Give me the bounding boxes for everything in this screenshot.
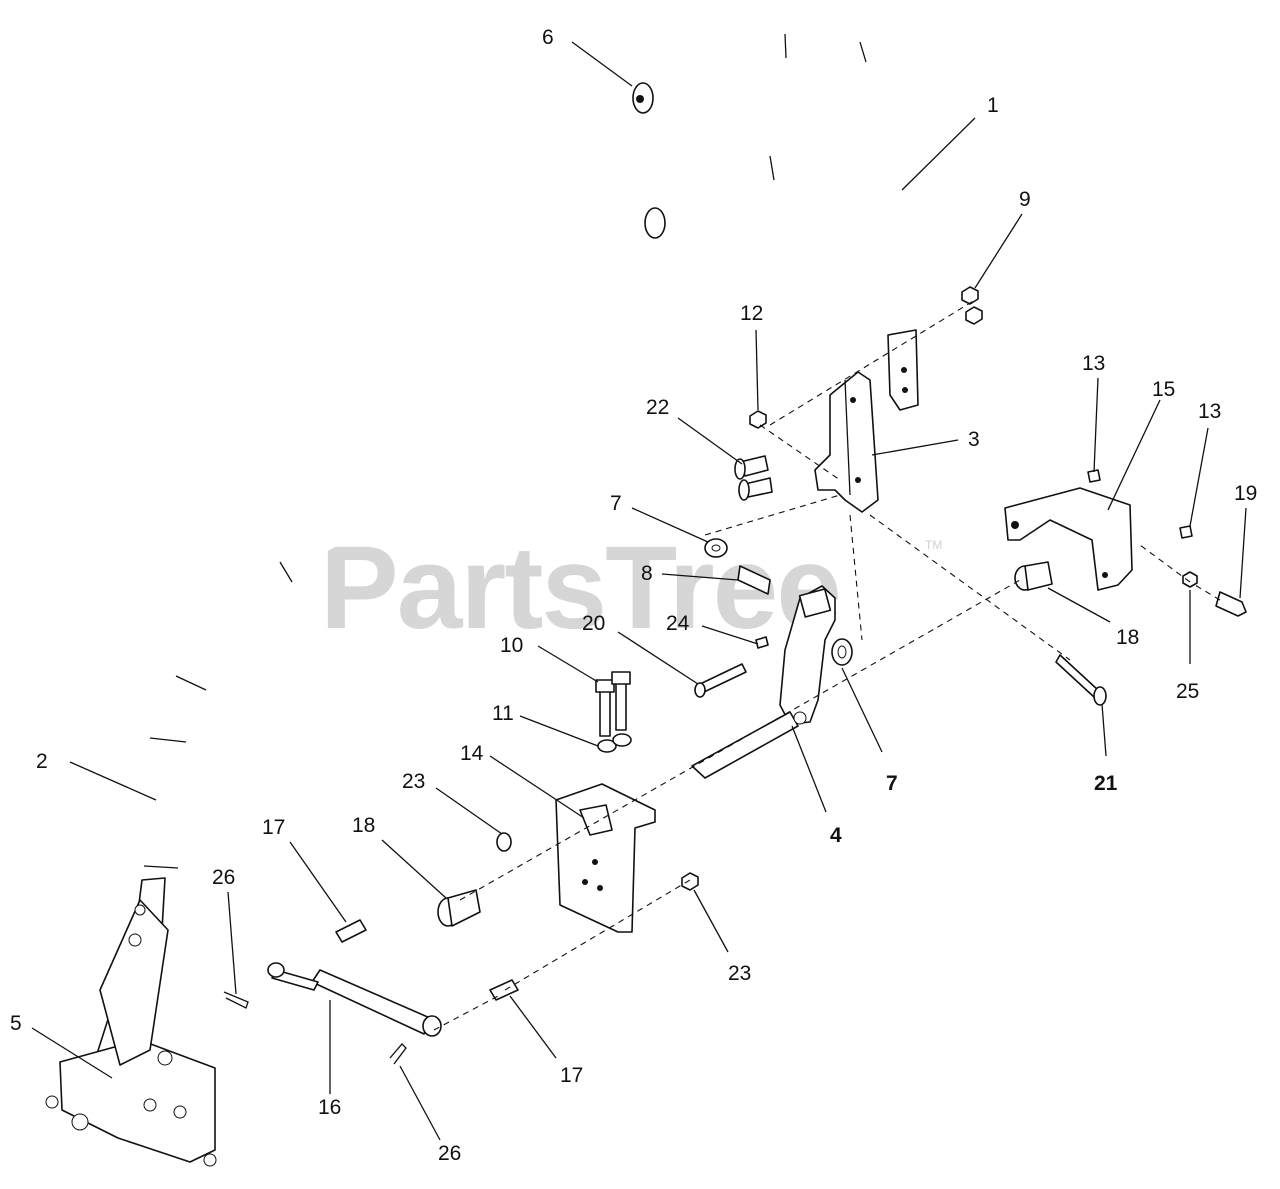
callout-17-b: 17 [560,1064,583,1087]
callout-20: 20 [582,612,605,635]
assembly-lines [433,299,1221,1031]
callout-4: 4 [830,824,842,847]
callout-18-b: 18 [352,814,375,837]
callout-16: 16 [318,1096,341,1119]
part-3-handle-bracket[interactable] [814,371,879,513]
callout-15: 15 [1152,378,1175,401]
callout-11: 11 [492,702,514,725]
callout-23: 23 [402,770,425,793]
part-7-washers[interactable] [704,538,853,666]
part-25-nut[interactable] [1182,571,1198,588]
callout-21: 21 [1094,772,1118,795]
callout-22: 22 [646,396,669,419]
part-17-ball-studs[interactable] [335,919,519,1001]
callout-7-b: 7 [886,772,898,795]
part-22-bolts[interactable] [734,455,773,501]
part-14-mounting-plate[interactable] [555,783,656,933]
part-19-bolt[interactable] [1215,591,1247,617]
watermark-trademark: TM [925,538,943,552]
callout-23-b: 23 [728,962,751,985]
part-24-pin[interactable] [755,636,769,649]
part-12-nut[interactable] [749,410,767,429]
callout-9: 9 [1019,188,1031,211]
part-20-bolt[interactable] [694,663,747,698]
part-18-bushing-right[interactable] [1014,561,1053,591]
part-23-nuts[interactable] [496,832,699,891]
callout-26-b: 26 [438,1142,461,1165]
callout-8: 8 [641,562,653,585]
callout-2: 2 [36,750,48,773]
part-4-control-arm[interactable] [691,585,836,779]
callout-24: 24 [666,612,690,635]
callout-7: 7 [610,492,622,515]
callout-leaders [31,41,1247,1141]
part-21-pin[interactable] [1055,654,1107,706]
part-26-cotter-pins[interactable] [223,991,407,1065]
part-5-control-housing[interactable] [45,899,217,1167]
callout-labels: 6 1 9 12 22 3 13 15 13 19 7 8 18 25 24 2… [10,26,1257,1165]
callout-5: 5 [10,1012,22,1035]
callout-1: 1 [987,94,999,117]
callout-26: 26 [212,866,235,889]
callout-19: 19 [1234,482,1257,505]
callout-17: 17 [262,816,285,839]
callout-18: 18 [1116,626,1139,649]
callout-13-b: 13 [1198,400,1221,423]
callout-13: 13 [1082,352,1105,375]
callout-6: 6 [542,26,554,49]
callout-25: 25 [1176,680,1199,703]
part-6-handle-grip[interactable] [629,14,904,131]
callout-3: 3 [968,428,980,451]
part-8-spacer[interactable] [737,565,771,595]
part-10-bolts[interactable] [595,671,631,737]
part-9-nuts[interactable] [961,286,983,325]
callout-12: 12 [740,302,763,325]
part-16-gas-spring[interactable] [267,962,442,1037]
part-1-control-handle[interactable] [640,137,919,411]
callout-14: 14 [460,742,484,765]
callout-10: 10 [500,634,523,657]
part-18-bushing-left[interactable] [437,889,481,927]
